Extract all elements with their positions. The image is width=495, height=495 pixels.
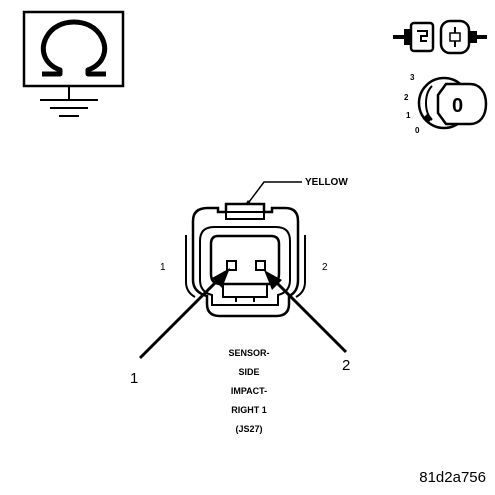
ignition-position-label: 2 (404, 93, 409, 102)
pin-leader-1 (138, 268, 230, 360)
cavity-label-left: 1 (160, 262, 166, 273)
figure-id: 81d2a756 (419, 469, 486, 486)
pin-leader-2 (264, 270, 348, 354)
pin-callout-2: 2 (342, 357, 350, 374)
ignition-position-label: 0 (415, 126, 420, 135)
connector-title-line: IMPACT- (231, 386, 267, 396)
color-callout-label: YELLOW (305, 177, 348, 188)
connector-title-line: (JS27) (235, 424, 262, 434)
connector-title-line: RIGHT 1 (231, 405, 267, 415)
ohmmeter-icon (22, 10, 125, 117)
connector-title-line: SENSOR- (228, 348, 269, 358)
connector-face (185, 202, 306, 318)
connector-title-line: SIDE (238, 367, 259, 377)
cavity-label-right: 2 (322, 262, 328, 273)
ignition-position-label: 1 (406, 111, 411, 120)
ignition-position-label: 3 (410, 73, 415, 82)
terminal-pin-2 (255, 260, 266, 271)
connector-disconnect-icon (393, 19, 487, 55)
terminal-pin-1 (226, 260, 237, 271)
connector-title: SENSOR- SIDE IMPACT- RIGHT 1 (JS27) (228, 348, 269, 434)
pin-callout-1: 1 (130, 370, 138, 387)
ignition-key-label: 0 (452, 95, 463, 117)
ignition-switch-icon: 3 2 1 0 0 (404, 73, 488, 135)
